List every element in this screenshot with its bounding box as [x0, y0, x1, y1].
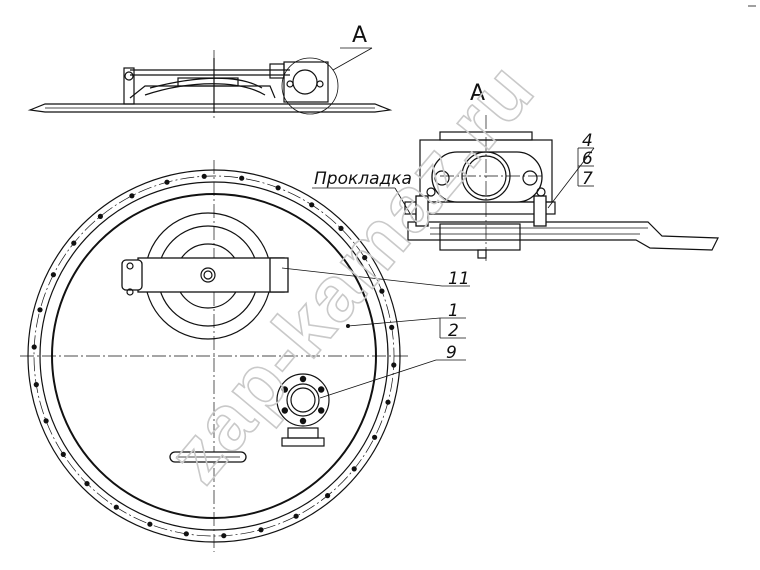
- detail-view-a: [312, 115, 719, 262]
- callout-6: 6: [582, 149, 593, 169]
- callout-11: 11: [448, 269, 470, 289]
- bolt-hole: [33, 382, 39, 388]
- bolt-hole: [385, 399, 391, 405]
- callout-7: 7: [582, 169, 593, 189]
- bolt-hole: [129, 193, 135, 199]
- bolt-hole: [201, 173, 207, 179]
- bolt-hole: [183, 531, 189, 537]
- bolt-hole: [50, 272, 57, 278]
- fitting-bolt: [318, 407, 325, 414]
- bolt-hole: [258, 527, 264, 533]
- bolt-hole: [60, 451, 66, 457]
- view-label-top: A: [352, 23, 367, 48]
- fitting-bolt: [281, 386, 288, 393]
- label-gasket: Прокладка: [314, 169, 412, 189]
- bolt-hole: [164, 179, 170, 185]
- bolt-hole: [239, 175, 245, 181]
- side-view-top: [27, 47, 393, 118]
- view-label-detail: A: [470, 81, 485, 106]
- plan-view: [20, 160, 470, 552]
- bolt-hole: [309, 202, 315, 208]
- callout-2: 2: [448, 321, 459, 341]
- bolt-hole: [97, 213, 103, 219]
- callout-1: 1: [448, 301, 459, 321]
- bolt-hole: [43, 418, 49, 424]
- bolt-hole: [275, 185, 281, 191]
- bolt-hole: [389, 324, 395, 330]
- bolt-hole: [71, 240, 77, 246]
- bolt-hole: [325, 493, 331, 499]
- fitting-bolt: [299, 375, 307, 383]
- flange-bolt-holes: [31, 173, 397, 539]
- bolt-hole: [362, 255, 368, 261]
- fitting-bolt: [299, 417, 307, 425]
- bolt-hole: [147, 521, 153, 527]
- bolt-hole: [391, 362, 397, 368]
- bolt-hole: [84, 481, 90, 487]
- bolt-hole: [372, 434, 378, 440]
- bolt-hole: [338, 225, 344, 231]
- bolt-hole: [293, 513, 299, 519]
- bolt-hole: [379, 288, 385, 294]
- fitting-bolt: [318, 386, 325, 393]
- fitting-bolt: [281, 407, 288, 414]
- bolt-hole: [351, 466, 357, 472]
- bolt-hole: [37, 307, 43, 313]
- callout-9: 9: [446, 343, 457, 363]
- bolt-hole: [113, 504, 119, 510]
- fitting-bolts: [281, 375, 325, 425]
- callout-4: 4: [582, 131, 593, 151]
- bolt-hole: [31, 344, 37, 350]
- bolt-hole: [221, 533, 227, 539]
